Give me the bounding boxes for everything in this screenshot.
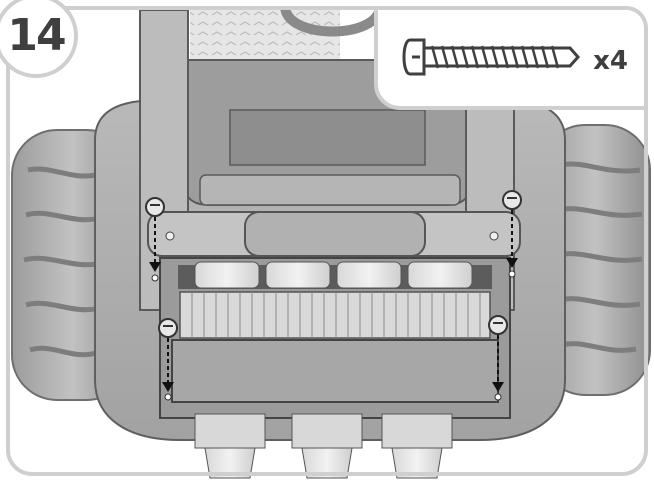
screw-top-right [502, 190, 522, 278]
step-number-badge: 14 [0, 0, 78, 78]
screw-bottom-left [158, 318, 178, 401]
upper-exhaust-cups [194, 261, 473, 289]
parts-callout: x4 [374, 6, 648, 110]
seat-cushion [199, 174, 461, 206]
tread-plate [190, 6, 340, 66]
quantity-label: x4 [593, 46, 628, 76]
seat-panel [229, 109, 426, 166]
lower-exhaust-cups [194, 413, 453, 479]
screw-bottom-right [488, 315, 508, 401]
right-tire [539, 124, 651, 396]
step-number: 14 [7, 9, 66, 61]
screw-icon [402, 38, 581, 76]
grille [179, 291, 491, 339]
lower-bumper-panel [171, 339, 499, 403]
screw-top-left [145, 197, 165, 282]
